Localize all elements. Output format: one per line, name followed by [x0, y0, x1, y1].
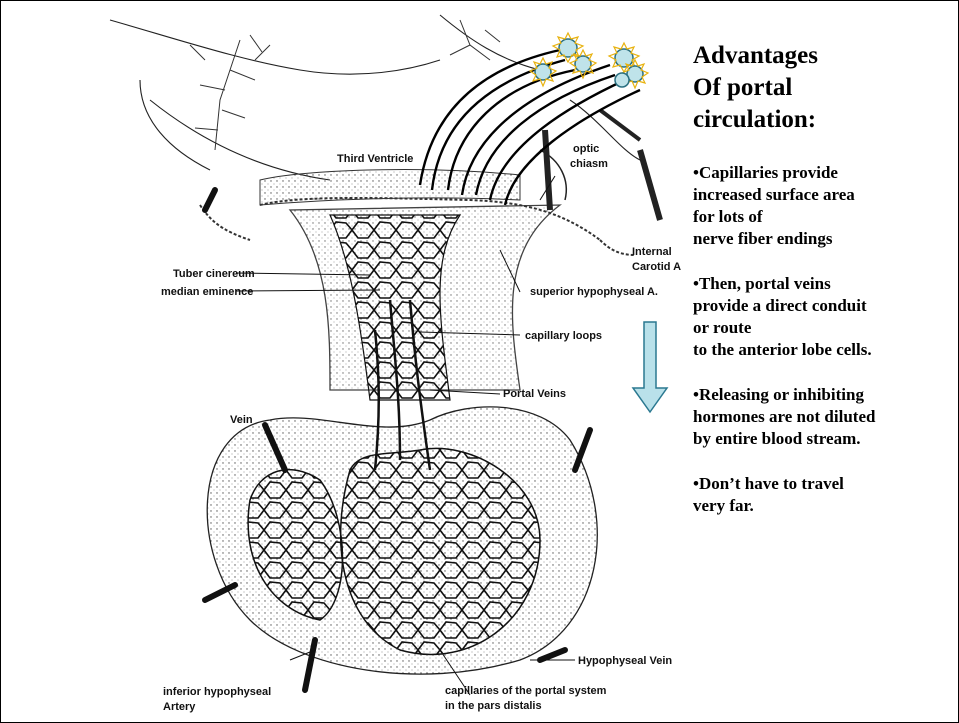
bullet-line: for lots of: [693, 206, 955, 228]
bullet-line: •Capillaries provide: [693, 162, 955, 184]
bullet-travel: •Don’t have to travel very far.: [693, 473, 955, 517]
bullet-line: or route: [693, 317, 955, 339]
advantages-panel: Advantages Of portal circulation: •Capil…: [693, 40, 955, 517]
bullet-line: nerve fiber endings: [693, 228, 955, 250]
label-tuber-cinereum: Tuber cinereum: [173, 268, 255, 280]
bullet-line: •Releasing or inhibiting: [693, 384, 955, 406]
panel-title: Advantages Of portal circulation:: [693, 40, 955, 136]
label-capillaries-portal-1: capillaries of the portal system: [445, 685, 607, 697]
panel-title-line: Advantages: [693, 40, 955, 72]
neuron-6: [615, 73, 629, 87]
bullet-surface-area: •Capillaries provide increased surface a…: [693, 162, 955, 250]
label-capillary-loops: capillary loops: [525, 330, 602, 342]
label-inferior-hypophyseal-1: inferior hypophyseal: [163, 686, 271, 698]
label-optic-chiasm-2: chiasm: [570, 158, 608, 170]
bullet-not-diluted: •Releasing or inhibiting hormones are no…: [693, 384, 955, 450]
down-arrow: [633, 322, 667, 412]
bullet-line: •Don’t have to travel: [693, 473, 955, 495]
label-capillaries-portal-2: in the pars distalis: [445, 700, 542, 712]
bullet-line: increased surface area: [693, 184, 955, 206]
label-internal-carotid-2: Carotid A: [632, 261, 681, 273]
pituitary-portal-diagram: Third Ventricle optic chiasm Internal Ca…: [0, 0, 690, 723]
bullet-line: by entire blood stream.: [693, 428, 955, 450]
bullet-line: •Then, portal veins: [693, 273, 955, 295]
label-portal-veins: Portal Veins: [503, 388, 566, 400]
bullet-line: very far.: [693, 495, 955, 517]
bullet-line: to the anterior lobe cells.: [693, 339, 955, 361]
label-third-ventricle: Third Ventricle: [337, 153, 413, 165]
label-internal-carotid-1: Internal: [632, 246, 672, 258]
bullet-line: hormones are not diluted: [693, 406, 955, 428]
bullet-line: provide a direct conduit: [693, 295, 955, 317]
label-median-eminence: median eminence: [161, 286, 253, 298]
panel-title-line: Of portal: [693, 72, 955, 104]
panel-title-line: circulation:: [693, 104, 955, 136]
label-inferior-hypophyseal-2: Artery: [163, 701, 196, 713]
label-superior-hypophyseal: superior hypophyseal A.: [530, 286, 658, 298]
label-hypophyseal-vein: Hypophyseal Vein: [578, 655, 672, 667]
neuron-cell-bodies: [530, 33, 648, 88]
label-optic-chiasm-1: optic: [573, 143, 599, 155]
label-vein: Vein: [230, 414, 253, 426]
bullet-portal-veins: •Then, portal veins provide a direct con…: [693, 273, 955, 361]
